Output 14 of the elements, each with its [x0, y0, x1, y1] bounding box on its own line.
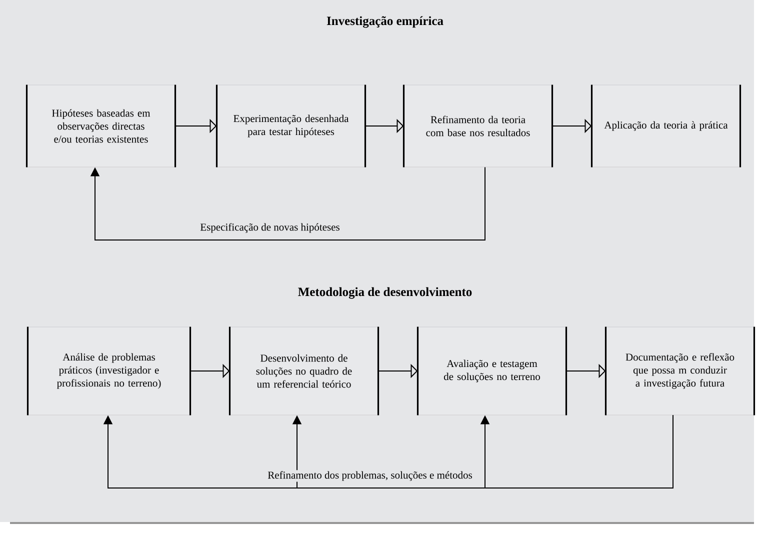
process-box: Hipóteses baseadas em observações directas e/ou teorias existentes — [26, 84, 176, 168]
process-box: Desenvolvimento de soluções no quadro de um referencial teórico — [228, 326, 380, 416]
process-box: Avaliação e testagem de soluções no terreno — [416, 326, 568, 416]
feedback-arrow — [480, 414, 674, 488]
process-box: Experimentação desenhada para testar hipóteses — [216, 84, 366, 168]
section-heading: Metodologia de desenvolvimento — [298, 287, 472, 299]
feedback-arrow — [90, 166, 486, 240]
process-box: Documentação e reflexão que possa m conduzir a investigação futura — [604, 326, 756, 416]
edge-label: Especificação de novas hipóteses — [199, 222, 341, 234]
process-box: Refinamento da teoria com base nos resultados — [402, 84, 554, 168]
edge-label: Refinamento dos problemas, soluções e métodos — [266, 470, 474, 482]
section-heading: Investigação empírica — [326, 16, 444, 28]
process-box: Análise de problemas práticos (investigador e profissionais no terreno) — [26, 326, 192, 416]
process-box: Aplicação da teoria à prática — [590, 84, 742, 168]
